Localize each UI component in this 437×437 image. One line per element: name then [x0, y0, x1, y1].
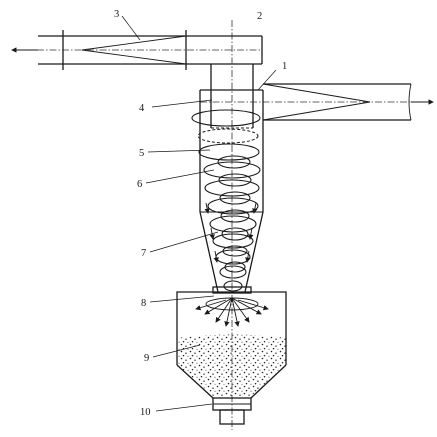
label-6: 6: [137, 179, 142, 190]
outlet-duct: [11, 30, 263, 70]
leader-lines: [121, 15, 277, 412]
vortex-finder-pipe: [210, 64, 254, 129]
inlet-duct: [200, 83, 434, 121]
dust-hopper: [176, 286, 287, 399]
label-1: 1: [282, 61, 287, 72]
dust-dispersal: [195, 297, 269, 327]
label-9: 9: [144, 353, 149, 364]
discharge-valve: [212, 397, 252, 425]
outer-vortex: [191, 109, 261, 292]
cyclone-cone: [199, 211, 264, 293]
label-3: 3: [114, 9, 119, 20]
inner-vortex: [217, 155, 252, 273]
collected-dust: [177, 334, 286, 396]
label-8: 8: [141, 298, 146, 309]
label-7: 7: [141, 248, 146, 259]
flow-arrows: [204, 202, 258, 263]
label-2: 2: [257, 11, 262, 22]
label-5: 5: [139, 148, 144, 159]
label-10: 10: [140, 407, 151, 418]
label-4: 4: [139, 103, 145, 114]
